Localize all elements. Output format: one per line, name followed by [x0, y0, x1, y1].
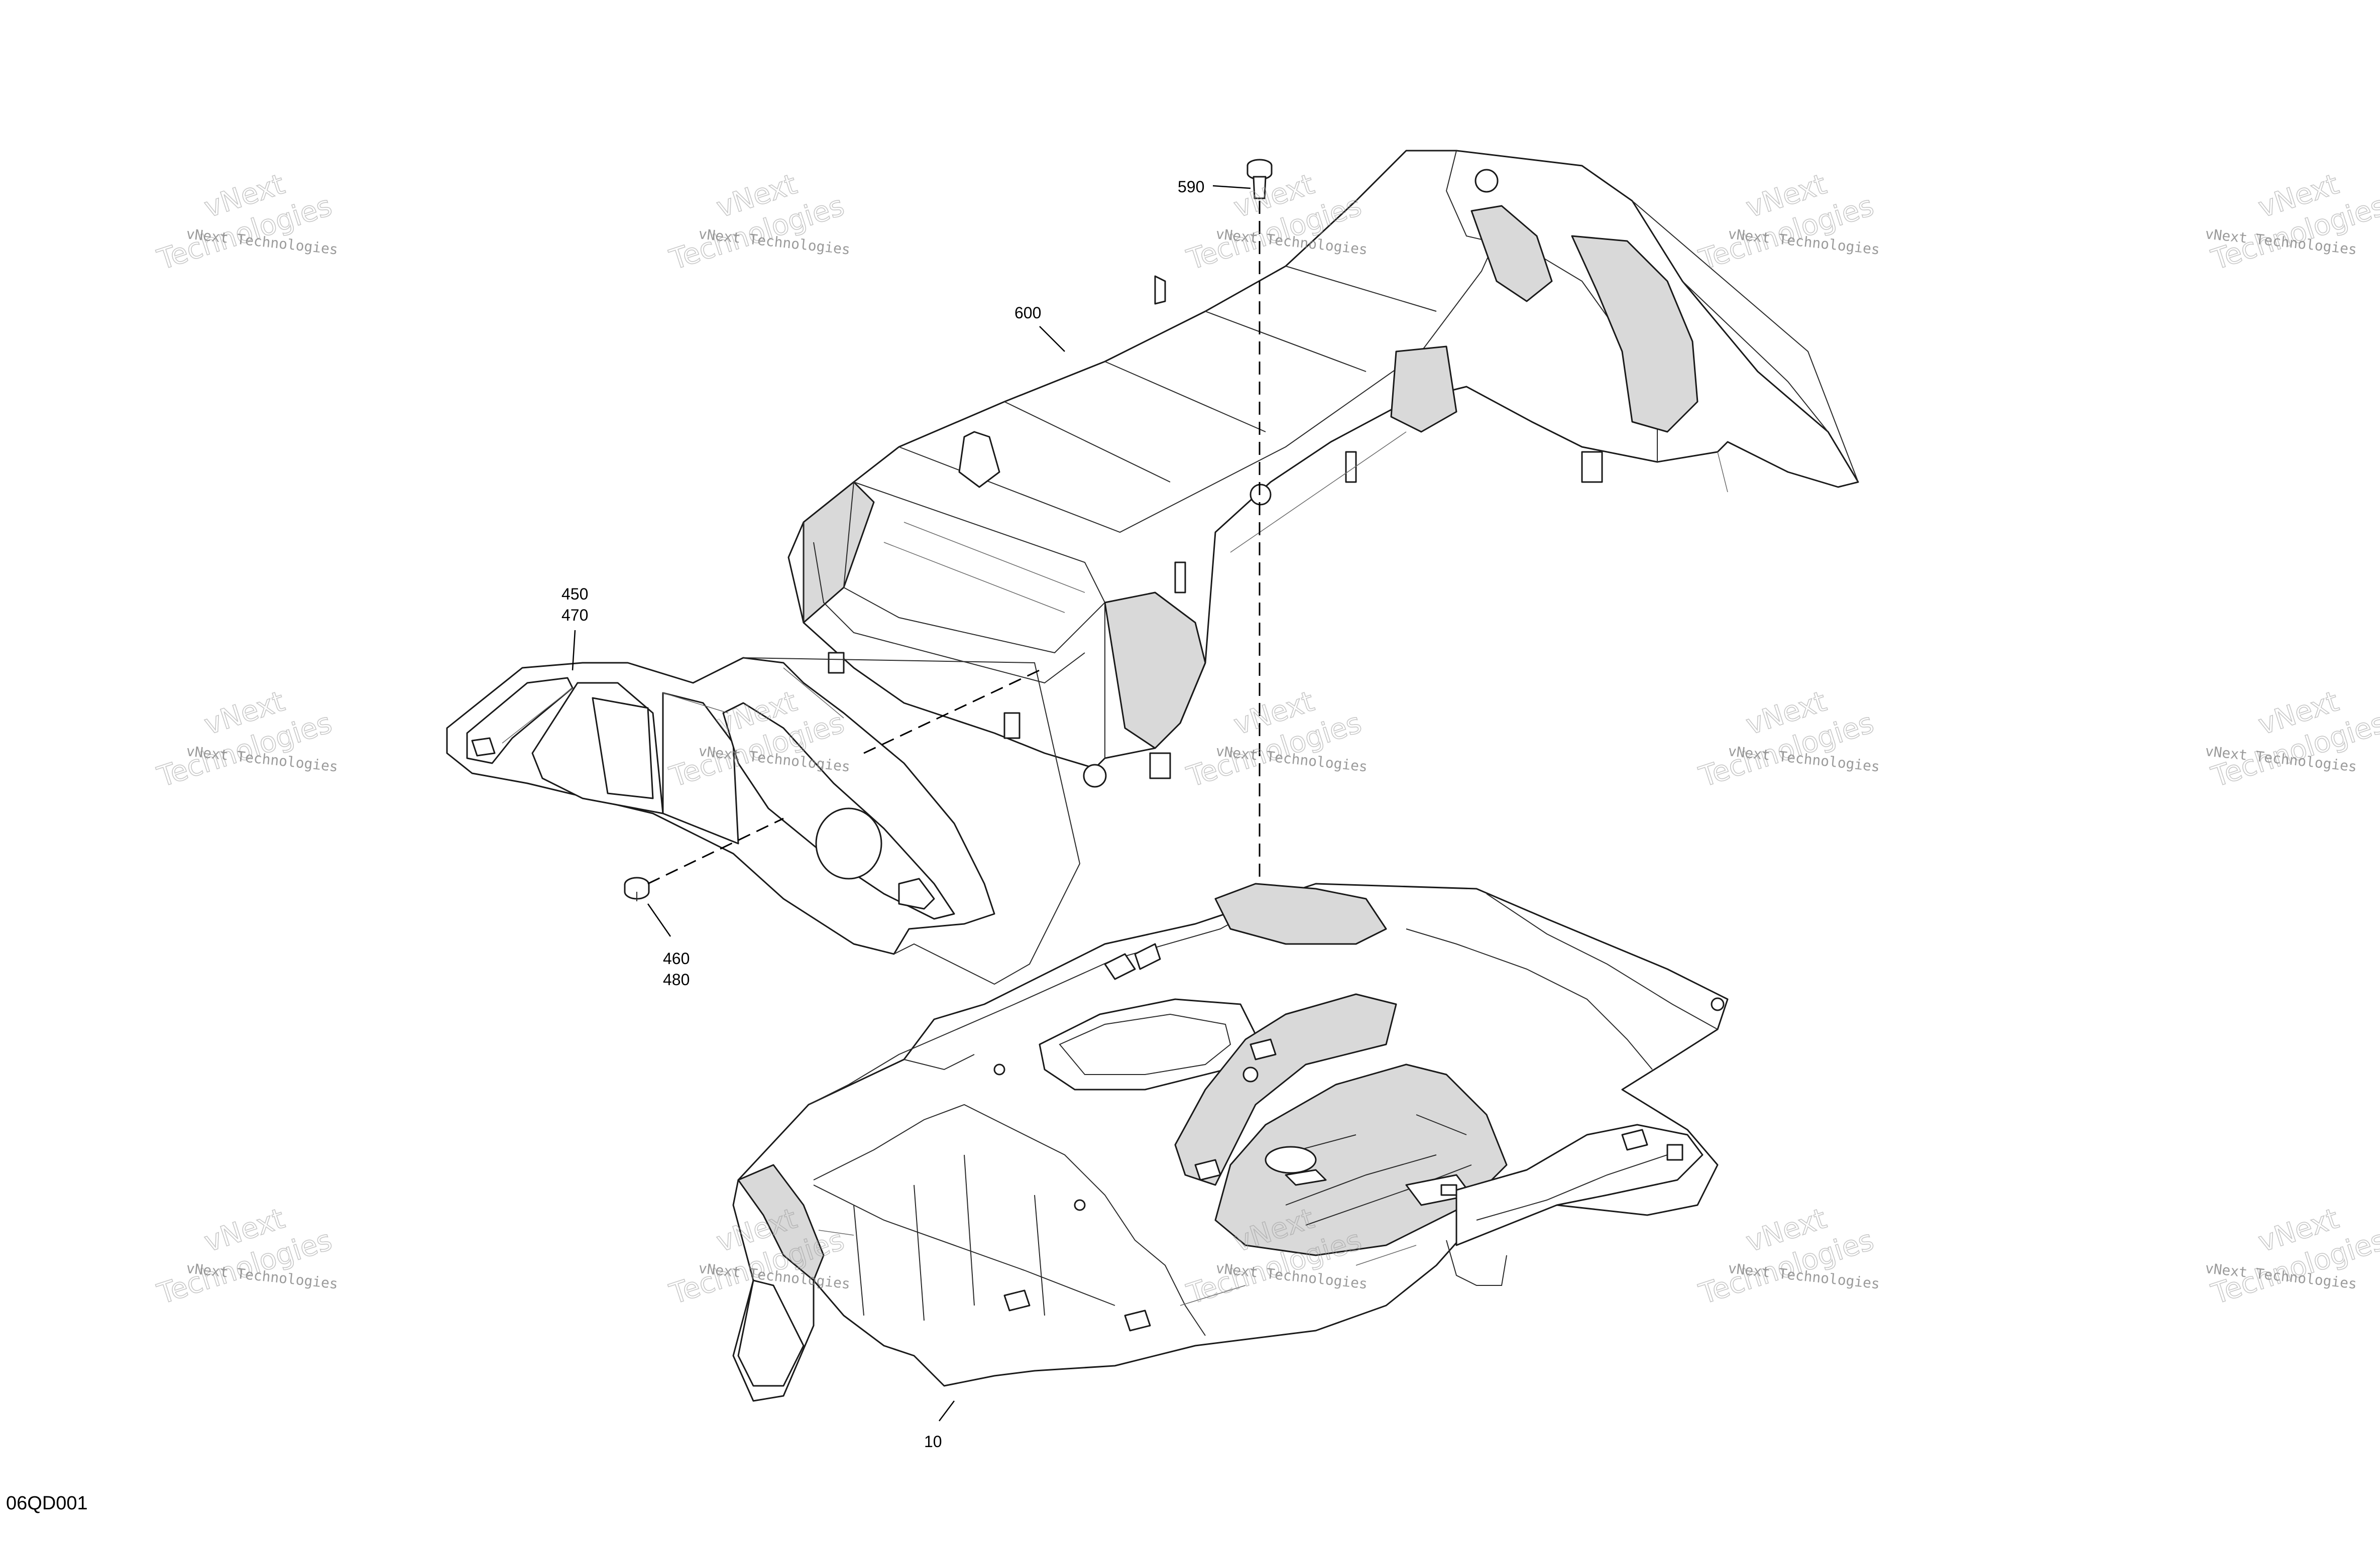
watermark: vNext Technologies [1695, 685, 1878, 794]
watermark: vNext Technologies [665, 168, 849, 277]
watermark: vNext Technologies [1695, 1202, 1878, 1312]
watermark: vNext Technologies [1695, 168, 1878, 277]
callout-460: 460 [663, 949, 690, 968]
watermark: vNext Technologies [2207, 1202, 2380, 1312]
part-590-fastener [1246, 159, 1273, 199]
callout-450: 450 [561, 585, 588, 603]
part-450-470-grille-panel [446, 657, 1081, 985]
watermark: vNext Technologies [1183, 685, 1366, 794]
callout-590: 590 [1178, 178, 1204, 196]
drawing-code: 06QD001 [6, 1493, 88, 1514]
watermark: vNext Technologies [153, 685, 336, 794]
watermark: vNext Technologies [2207, 685, 2380, 794]
part-600-intake-housing [787, 150, 1859, 788]
watermark: vNext Technologies [2207, 168, 2380, 277]
callout-480: 480 [663, 971, 690, 989]
callout-labels: 590 600 450 470 460 480 10 [561, 178, 1204, 1451]
watermark: vNext Technologies [153, 1202, 336, 1312]
part-460-480-fastener [624, 877, 650, 901]
callout-10: 10 [924, 1433, 942, 1451]
part-10-lower-frame [732, 883, 1729, 1402]
assembly-lines [647, 201, 1261, 885]
leader-lines [572, 185, 1251, 1421]
callout-600: 600 [1014, 304, 1041, 322]
callout-470: 470 [561, 606, 588, 624]
watermark: vNext Technologies [153, 168, 336, 277]
